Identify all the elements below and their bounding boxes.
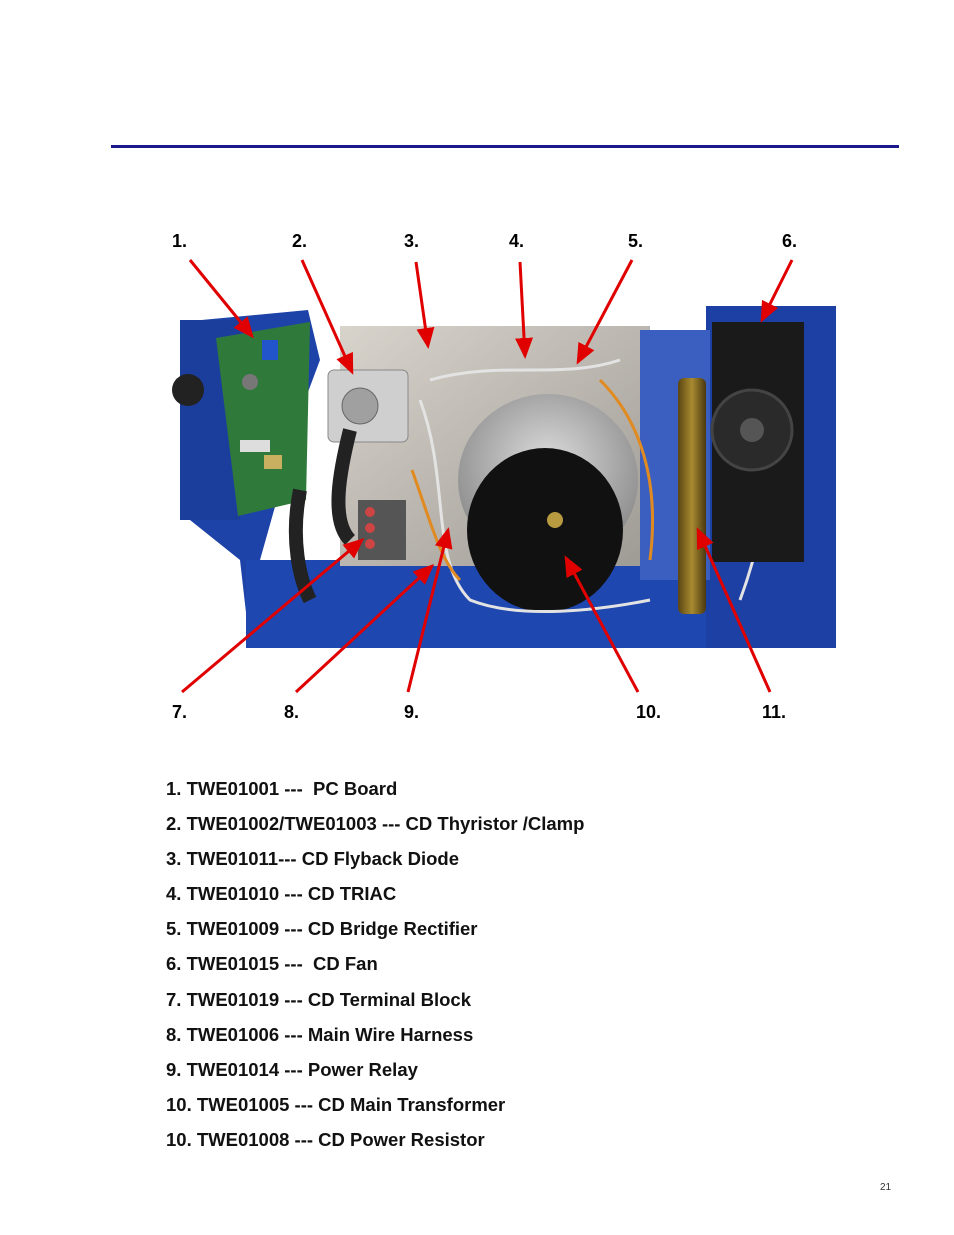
callout-3: 3. — [404, 231, 420, 251]
callout-11: 11. — [762, 702, 787, 722]
terminal-block — [358, 500, 406, 560]
callout-9: 9. — [404, 702, 420, 722]
list-item: 9. TWE01014 --- Power Relay — [166, 1058, 418, 1080]
list-item: 5. TWE01009 --- CD Bridge Rectifier — [166, 918, 478, 940]
callout-7: 7. — [172, 702, 188, 722]
fan — [710, 322, 804, 562]
arrow-11 — [696, 527, 772, 693]
callout-1: 1. — [172, 231, 188, 251]
callout-4: 4. — [509, 231, 525, 251]
power-resistor — [678, 378, 706, 614]
list-item: 10. TWE01005 --- CD Main Transformer — [166, 1093, 506, 1115]
arrow-2 — [300, 259, 354, 375]
list-item: 3. TWE01011--- CD Flyback Diode — [166, 848, 460, 870]
list-item: 1. TWE01001 --- PC Board — [166, 778, 398, 799]
callout-2: 2. — [292, 231, 308, 251]
list-item: 4. TWE01010 --- CD TRIAC — [166, 883, 397, 905]
arrow-9 — [406, 527, 453, 693]
thyristor-clamp — [288, 369, 409, 604]
arrow-7 — [181, 538, 365, 694]
list-item: 6. TWE01015 --- CD Fan — [166, 953, 378, 975]
list-item: 7. TWE01019 --- CD Terminal Block — [166, 988, 471, 1010]
callout-8: 8. — [284, 702, 300, 722]
arrow-6 — [760, 259, 794, 323]
pc-board — [216, 322, 310, 516]
arrow-5 — [576, 259, 634, 365]
main-transformer — [458, 394, 638, 612]
page-number: 21 — [880, 1182, 892, 1193]
arrow-10 — [564, 555, 640, 693]
arrow-8 — [294, 563, 435, 694]
list-item: 10. TWE01008 --- CD Power Resistor — [166, 1128, 485, 1150]
arrow-1 — [188, 259, 254, 339]
arrow-3 — [414, 261, 435, 349]
list-item: 8. TWE01006 --- Main Wire Harness — [166, 1023, 474, 1045]
callout-arrows — [181, 259, 794, 694]
arrow-4 — [515, 261, 534, 359]
header-rule — [111, 145, 899, 148]
callout-6: 6. — [782, 231, 798, 251]
callout-5: 5. — [628, 231, 644, 251]
list-item: 2. TWE01002/TWE01003 --- CD Thyristor /C… — [166, 813, 585, 835]
parts-list: 1. TWE01001 --- PC Board 2. TWE01002/TWE… — [166, 775, 584, 1161]
callout-10: 10. — [636, 702, 662, 722]
